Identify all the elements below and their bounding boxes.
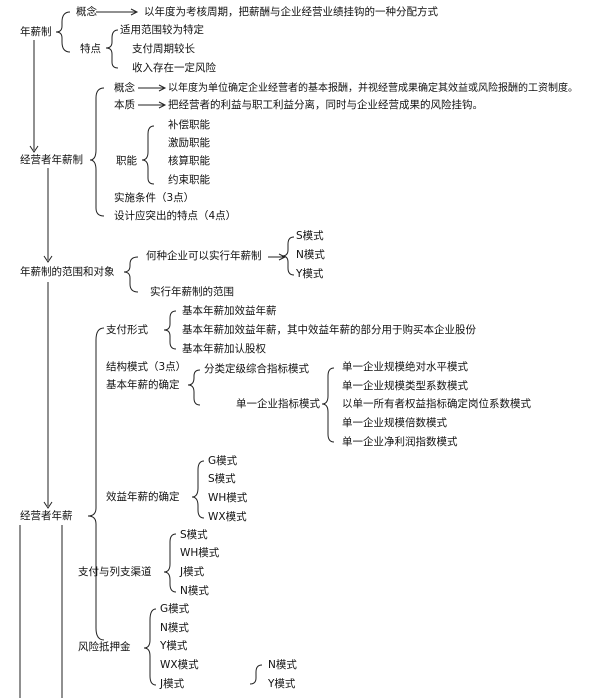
s4-danyi: 单一企业指标模式 bbox=[236, 398, 320, 410]
s4-xiaoyi-mode: WH模式 bbox=[208, 492, 248, 504]
s1-tedian: 特点 bbox=[80, 43, 101, 55]
s2-shishi: 实施条件（3点） bbox=[114, 192, 195, 204]
s2-zhineng-item: 核算职能 bbox=[168, 155, 210, 167]
s2-zhineng-item: 激励职能 bbox=[168, 137, 210, 149]
s4-j-sub-mode: N模式 bbox=[268, 659, 297, 671]
s4-fengxian-mode: WX模式 bbox=[160, 659, 199, 671]
s2-zhineng: 职能 bbox=[116, 155, 137, 167]
s4-xiaoyi-mode: WX模式 bbox=[208, 511, 247, 523]
s4-zhifu-item: 基本年薪加效益年薪 bbox=[182, 305, 277, 317]
s1-gainian-text: 以年度为考核周期，把薪酬与企业经营业绩挂钩的一种分配方式 bbox=[144, 6, 438, 18]
s4-jiegou: 结构模式（3点） bbox=[106, 361, 187, 373]
s4-fengxian: 风险抵押金 bbox=[78, 641, 131, 653]
s4-xiaoyi-mode: G模式 bbox=[208, 455, 238, 467]
s4-danyi-item: 单一企业净利润指数模式 bbox=[342, 436, 458, 448]
s2-gainian-text: 以年度为单位确定企业经营者的基本报酬，并视经营成果确定其效益或风险报酬的工资制度… bbox=[168, 83, 578, 94]
s2-benzhi: 本质 bbox=[114, 99, 135, 111]
s3-mode: Y模式 bbox=[296, 268, 324, 280]
s4-xiaoyi-mode: S模式 bbox=[208, 473, 236, 485]
s2-gainian: 概念 bbox=[114, 82, 135, 94]
s4-qudao-mode: N模式 bbox=[180, 585, 209, 597]
s3-mode: N模式 bbox=[296, 249, 325, 261]
s2-zhineng-item: 补偿职能 bbox=[168, 119, 210, 131]
s4-zhifu-item: 基本年薪加效益年薪，其中效益年薪的部分用于购买本企业股份 bbox=[182, 324, 476, 336]
s4-zhifu-item: 基本年薪加认股权 bbox=[182, 343, 266, 355]
s4-danyi-item: 单一企业规模类型系数模式 bbox=[342, 380, 468, 392]
node-jingyingzhe-nianxinzhi: 经营者年薪制 bbox=[20, 154, 83, 166]
s4-fengxian-mode: G模式 bbox=[160, 603, 190, 615]
s1-tedian-item: 支付周期较长 bbox=[132, 43, 195, 55]
s2-benzhi-text: 把经营者的利益与职工利益分离，同时与企业经营成果的风险挂钩。 bbox=[168, 99, 483, 111]
s4-xiaoyi-queding: 效益年薪的确定 bbox=[106, 491, 180, 503]
s4-fengxian-mode: Y模式 bbox=[160, 640, 188, 652]
s4-qudao-mode: WH模式 bbox=[180, 547, 220, 559]
s1-tedian-item: 收入存在一定风险 bbox=[132, 62, 216, 74]
s1-gainian: 概念 bbox=[76, 6, 97, 18]
node-nianxinzhi: 年薪制 bbox=[20, 26, 52, 38]
s3-hezhong: 何种企业可以实行年薪制 bbox=[146, 250, 262, 262]
s4-danyi-item: 单一企业规模倍数模式 bbox=[342, 417, 447, 429]
s1-tedian-item: 适用范围较为特定 bbox=[120, 24, 204, 36]
s4-fengxian-mode: N模式 bbox=[160, 622, 189, 634]
s4-fenlei: 分类定级综合指标模式 bbox=[204, 363, 309, 375]
node-fanwei-duixiang: 年薪制的范围和对象 bbox=[20, 266, 115, 278]
s4-j-sub-mode: Y模式 bbox=[268, 678, 296, 690]
s3-fanwei: 实行年薪制的范围 bbox=[150, 286, 234, 298]
s4-danyi-item: 单一企业规模绝对水平模式 bbox=[342, 361, 468, 373]
s4-zhifu-xingshi: 支付形式 bbox=[106, 324, 148, 336]
s2-sheji: 设计应突出的特点（4点） bbox=[114, 210, 237, 222]
s4-qudao-mode: S模式 bbox=[180, 529, 208, 541]
s4-fengxian-mode: J模式 bbox=[160, 678, 185, 690]
s4-zhifu-qudao: 支付与列支渠道 bbox=[78, 566, 152, 578]
s4-jiben-queding: 基本年薪的确定 bbox=[106, 379, 180, 391]
s4-danyi-item: 以单一所有者权益指标确定岗位系数模式 bbox=[342, 398, 531, 410]
s2-zhineng-item: 约束职能 bbox=[168, 174, 210, 186]
node-jingyingzhe-nianxin: 经营者年薪 bbox=[20, 510, 73, 522]
s4-qudao-mode: J模式 bbox=[180, 566, 205, 578]
s3-mode: S模式 bbox=[296, 230, 324, 242]
